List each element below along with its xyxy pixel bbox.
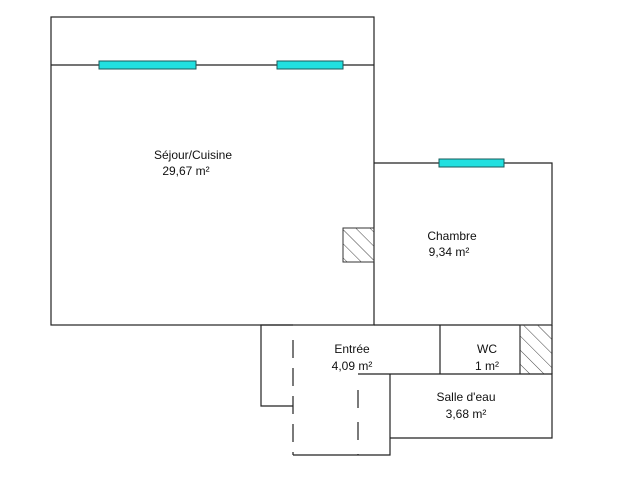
room-area: 4,09 m² bbox=[332, 359, 373, 373]
window bbox=[276, 60, 344, 70]
room-name: Entrée bbox=[334, 342, 370, 356]
window bbox=[98, 60, 197, 70]
room-name: Séjour/Cuisine bbox=[154, 148, 232, 162]
room-chambre: Chambre 9,34 m² bbox=[374, 158, 553, 326]
duct-hatched bbox=[519, 324, 553, 375]
room-name: WC bbox=[477, 342, 497, 356]
room-entree: Entrée 4,09 m² bbox=[260, 324, 391, 456]
room-sejour-cuisine: Séjour/Cuisine 29,67 m² bbox=[50, 16, 375, 326]
room-area: 1 m² bbox=[475, 359, 499, 373]
room-name: Chambre bbox=[427, 229, 477, 243]
room-area: 3,68 m² bbox=[446, 407, 487, 421]
room-area: 29,67 m² bbox=[162, 164, 209, 178]
room-name: Salle d'eau bbox=[436, 390, 495, 404]
window bbox=[438, 158, 505, 168]
room-wc: WC 1 m² bbox=[439, 324, 553, 375]
room-salle-deau: Salle d'eau 3,68 m² bbox=[390, 325, 553, 439]
room-area: 9,34 m² bbox=[429, 245, 470, 259]
duct-hatched bbox=[342, 227, 375, 263]
